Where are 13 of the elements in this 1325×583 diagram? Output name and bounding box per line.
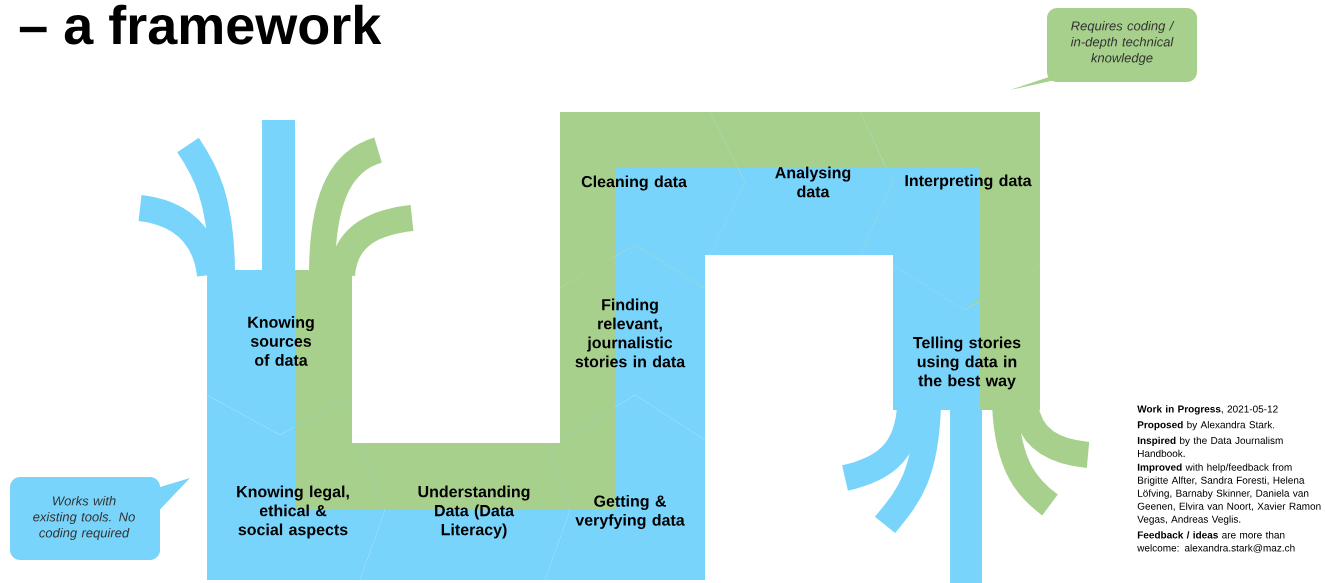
node-label: Finding relevant, journalistic stories in data — [575, 298, 686, 368]
note-text: Proposed by Alexandra Stark. — [1137, 420, 1275, 431]
note-text: Work in Progress, 2021-05-12 — [1137, 405, 1278, 415]
node-label: Telling stories using data in the best way — [913, 336, 1021, 390]
node-label: Getting & veryfying data — [575, 495, 685, 529]
note-text: Improved with help/feedback from Brigitte Alfter, Sandra Foresti, Helena Löfving, Barnaby Skinner, Daniela van Geenen, Elvira van Noort, Xavier Ramon Vegas, Andreas Veglis. — [1137, 463, 1321, 525]
node-label: Knowing sources of data — [248, 316, 314, 366]
node-label: Analysing data — [775, 166, 851, 198]
note-text: Feedback / ideas are more than welcome: alexandra.stark@maz.ch — [1137, 531, 1295, 553]
speech-bubble: Works with existing tools. No coding required — [10, 477, 190, 560]
title: – a framework — [19, 4, 382, 45]
note-text: Inspired by the Data Journalism Handbook. — [1137, 436, 1283, 457]
speech-bubble: Requires coding / in-depth technical knowledge — [1010, 8, 1197, 90]
